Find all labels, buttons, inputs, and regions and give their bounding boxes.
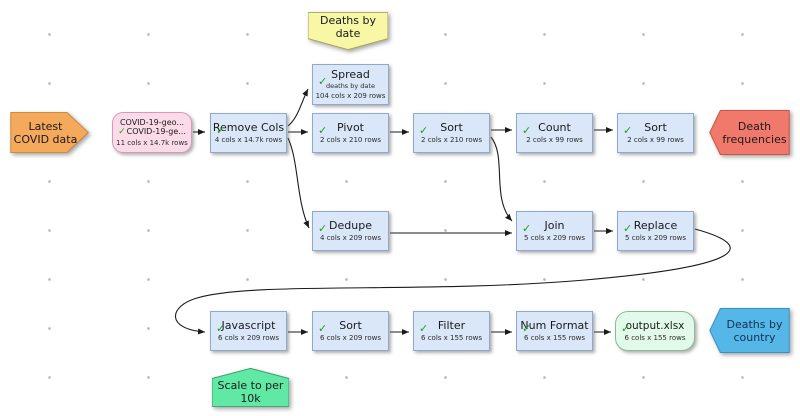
- edge-removecols-spread: [287, 88, 309, 127]
- marker-label: Latest COVID data: [13, 119, 78, 146]
- node-size: 4 cols x 14.7k rows: [214, 136, 283, 144]
- check-icon: ✓: [621, 322, 631, 335]
- check-icon: ✓: [318, 222, 328, 235]
- node-filter[interactable]: ✓ Filter 6 cols x 155 rows: [413, 311, 490, 351]
- check-icon: ✓: [623, 124, 633, 137]
- source-file-line1: COVID-19-geo...: [119, 118, 185, 127]
- marker-label: Death frequencies: [722, 119, 787, 146]
- right-arrow-shape: [10, 112, 89, 153]
- check-icon: ✓: [522, 322, 532, 335]
- node-pivot[interactable]: ✓ Pivot 2 cols x 210 rows: [312, 113, 389, 153]
- node-title: Remove Cols: [212, 121, 285, 134]
- node-source-covid-file[interactable]: COVID-19-geo... ✓COVID-19-ge... 11 cols …: [112, 112, 192, 153]
- check-icon: ✓: [216, 322, 226, 335]
- node-size: 2 cols x 210 rows: [320, 136, 381, 144]
- node-size: 104 cols x 209 rows: [315, 92, 386, 100]
- node-num-format[interactable]: ✓ Num Format 6 cols x 155 rows: [516, 311, 593, 351]
- note-label: Deaths by date: [320, 13, 376, 40]
- node-title: Sort: [440, 121, 463, 134]
- check-icon: ✓: [522, 222, 532, 235]
- node-size: 6 cols x 209 rows: [218, 334, 279, 342]
- node-title: Pivot: [336, 121, 364, 134]
- check-icon: ✓: [216, 124, 226, 137]
- marker-latest-covid-data[interactable]: Latest COVID data: [10, 112, 89, 153]
- marker-label: Deaths by country: [726, 317, 783, 344]
- note-up-pointer-shape: [212, 368, 289, 407]
- check-icon: ✓: [318, 124, 328, 137]
- node-size: 2 cols x 99 rows: [526, 136, 583, 144]
- node-javascript[interactable]: ✓ Javascript 6 cols x 209 rows: [210, 311, 287, 351]
- node-size: 5 cols x 209 rows: [625, 234, 686, 242]
- marker-deaths-by-country[interactable]: Deaths by country: [709, 308, 790, 353]
- node-title: Spread: [331, 68, 370, 81]
- node-spread[interactable]: ✓ Spread deaths by date 104 cols x 209 r…: [312, 64, 389, 105]
- node-size: 6 cols x 209 rows: [320, 334, 381, 342]
- edge-sort1-join: [490, 136, 513, 222]
- edge-removecols-dedupe: [287, 137, 310, 229]
- node-size: 6 cols x 155 rows: [524, 334, 585, 342]
- note-label: Scale to per 10k: [217, 378, 284, 405]
- source-file-line2: ✓COVID-19-ge...: [118, 127, 186, 137]
- left-arrow-shape: [709, 110, 790, 155]
- marker-death-frequencies[interactable]: Death frequencies: [709, 110, 790, 155]
- node-output-xlsx[interactable]: ✓ output.xlsx 6 cols x 155 rows: [615, 311, 695, 351]
- node-size: 5 cols x 209 rows: [524, 234, 585, 242]
- node-title: Sort: [644, 121, 667, 134]
- node-comment: deaths by date: [326, 82, 375, 90]
- node-join[interactable]: ✓ Join 5 cols x 209 rows: [516, 211, 593, 251]
- node-size: 2 cols x 210 rows: [421, 136, 482, 144]
- node-size: 11 cols x 14.7k rows: [116, 139, 188, 147]
- node-title: Replace: [633, 219, 678, 232]
- node-replace[interactable]: ✓ Replace 5 cols x 209 rows: [617, 211, 694, 251]
- check-icon: ✓: [118, 127, 126, 137]
- check-icon: ✓: [318, 75, 328, 88]
- node-title: Join: [544, 219, 565, 232]
- node-remove-cols[interactable]: ✓ Remove Cols 4 cols x 14.7k rows: [210, 113, 287, 153]
- note-deaths-by-date[interactable]: Deaths by date: [308, 12, 388, 50]
- node-sort-1[interactable]: ✓ Sort 2 cols x 210 rows: [413, 113, 490, 153]
- node-count[interactable]: ✓ Count 2 cols x 99 rows: [516, 113, 593, 153]
- node-title: output.xlsx: [625, 320, 685, 332]
- node-size: 6 cols x 155 rows: [624, 334, 686, 342]
- left-arrow-shape: [709, 308, 790, 353]
- node-size: 4 cols x 209 rows: [320, 234, 381, 242]
- check-icon: ✓: [623, 222, 633, 235]
- node-size: 2 cols x 99 rows: [627, 136, 684, 144]
- note-down-pointer-shape: [308, 12, 388, 50]
- check-icon: ✓: [419, 322, 429, 335]
- node-title: Javascript: [221, 319, 276, 332]
- note-scale-to-per-10k[interactable]: Scale to per 10k: [212, 368, 289, 407]
- check-icon: ✓: [318, 322, 328, 335]
- node-dedupe[interactable]: ✓ Dedupe 4 cols x 209 rows: [312, 211, 389, 251]
- node-title: Dedupe: [329, 219, 372, 232]
- node-size: 6 cols x 155 rows: [421, 334, 482, 342]
- node-title: Count: [538, 121, 571, 134]
- node-sort-2[interactable]: ✓ Sort 2 cols x 99 rows: [617, 113, 694, 153]
- check-icon: ✓: [522, 124, 532, 137]
- node-title: Num Format: [520, 319, 589, 332]
- node-title: Filter: [437, 319, 466, 332]
- node-sort-3[interactable]: ✓ Sort 6 cols x 209 rows: [312, 311, 389, 351]
- node-title: Sort: [339, 319, 362, 332]
- check-icon: ✓: [419, 124, 429, 137]
